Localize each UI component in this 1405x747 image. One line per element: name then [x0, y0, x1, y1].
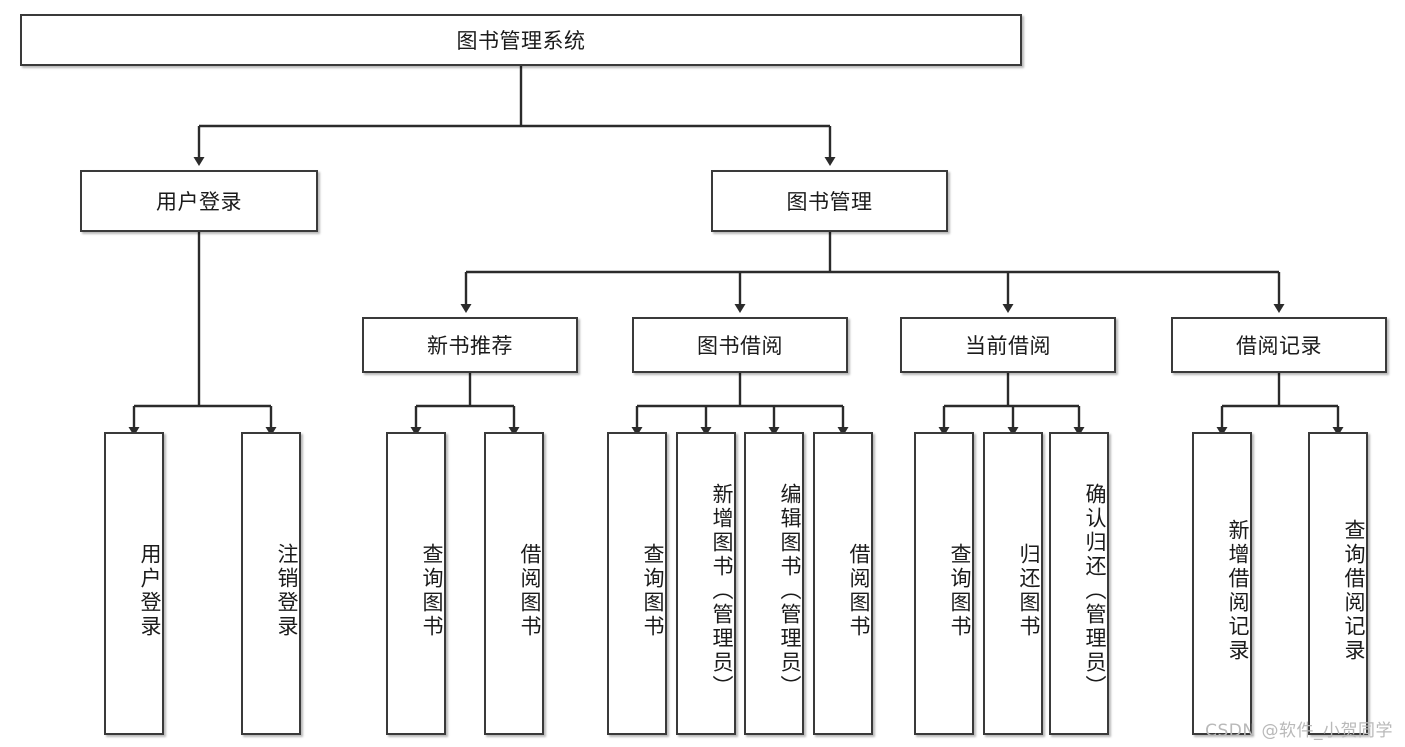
- watermark: CSDN @软件_小贺同学: [1205, 721, 1393, 741]
- node-leaf-add-book[interactable]: 新增图书（管理员）: [676, 432, 736, 735]
- node-current-borrow[interactable]: 当前借阅: [900, 317, 1116, 373]
- node-user-login-label: 用户登录: [156, 190, 242, 214]
- node-leaf-borrow-book-recommend[interactable]: 借阅图书: [484, 432, 544, 735]
- node-borrow-record-label: 借阅记录: [1236, 334, 1322, 358]
- node-leaf-return-book-label: 归还图书: [1017, 542, 1041, 639]
- node-leaf-borrow-book[interactable]: 借阅图书: [813, 432, 873, 735]
- node-leaf-edit-book[interactable]: 编辑图书（管理员）: [744, 432, 804, 735]
- node-leaf-borrow-book-recommend-label: 借阅图书: [518, 542, 542, 639]
- node-leaf-add-borrow-record-label: 新增借阅记录: [1226, 518, 1250, 663]
- node-new-book-recommend-label: 新书推荐: [427, 334, 513, 358]
- node-leaf-logout[interactable]: 注销登录: [241, 432, 301, 735]
- node-leaf-query-book-recommend-label: 查询图书: [420, 542, 444, 639]
- node-leaf-logout-label: 注销登录: [275, 542, 299, 639]
- node-book-borrow-label: 图书借阅: [697, 334, 783, 358]
- node-borrow-record[interactable]: 借阅记录: [1171, 317, 1387, 373]
- node-leaf-edit-book-label: 编辑图书（管理员）: [778, 482, 802, 699]
- node-leaf-query-book-recommend[interactable]: 查询图书: [386, 432, 446, 735]
- node-leaf-query-book-current[interactable]: 查询图书: [914, 432, 974, 735]
- node-leaf-query-borrow-record-label: 查询借阅记录: [1342, 518, 1366, 663]
- node-leaf-user-login[interactable]: 用户登录: [104, 432, 164, 735]
- node-book-borrow[interactable]: 图书借阅: [632, 317, 848, 373]
- node-leaf-query-borrow-record[interactable]: 查询借阅记录: [1308, 432, 1368, 735]
- node-leaf-add-book-label: 新增图书（管理员）: [710, 482, 734, 699]
- node-root[interactable]: 图书管理系统: [20, 14, 1022, 66]
- node-leaf-add-borrow-record[interactable]: 新增借阅记录: [1192, 432, 1252, 735]
- node-leaf-borrow-book-label: 借阅图书: [847, 542, 871, 639]
- node-leaf-query-book-borrow-label: 查询图书: [641, 542, 665, 639]
- node-leaf-user-login-label: 用户登录: [138, 542, 162, 639]
- node-leaf-confirm-return-label: 确认归还（管理员）: [1083, 482, 1107, 699]
- node-book-manage-label: 图书管理: [786, 190, 873, 214]
- node-user-login[interactable]: 用户登录: [80, 170, 318, 232]
- node-new-book-recommend[interactable]: 新书推荐: [362, 317, 578, 373]
- node-leaf-return-book[interactable]: 归还图书: [983, 432, 1043, 735]
- node-root-label: 图书管理系统: [456, 29, 586, 53]
- node-leaf-query-book-borrow[interactable]: 查询图书: [607, 432, 667, 735]
- node-leaf-query-book-current-label: 查询图书: [948, 542, 972, 639]
- node-leaf-confirm-return[interactable]: 确认归还（管理员）: [1049, 432, 1109, 735]
- node-current-borrow-label: 当前借阅: [965, 334, 1051, 358]
- node-book-manage[interactable]: 图书管理: [711, 170, 948, 232]
